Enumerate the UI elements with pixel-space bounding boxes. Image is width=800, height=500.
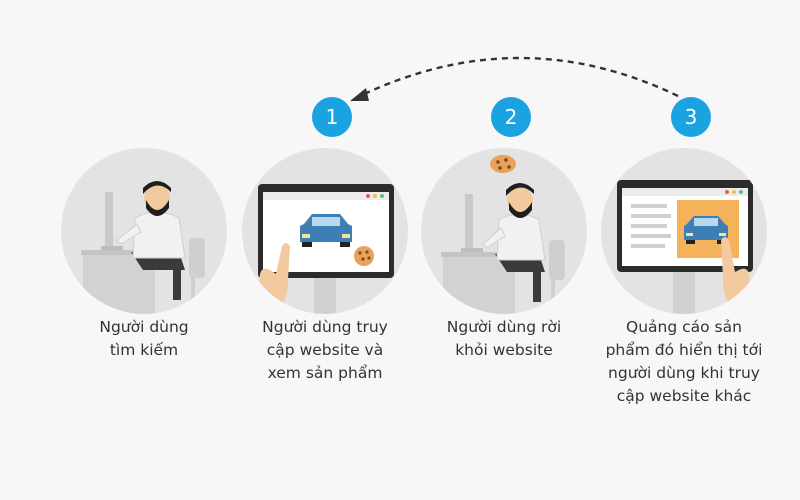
- caption-line: cập website khác: [616, 387, 752, 405]
- arrow-head-icon: [350, 88, 369, 101]
- caption-line: xem sản phẩm: [267, 364, 383, 382]
- desk-icon: [81, 250, 157, 314]
- step-badge-3: 3: [671, 97, 711, 137]
- step-3-caption: Quảng cáo sản phẩm đó hiển thị tới người…: [591, 316, 777, 408]
- car-icon: [300, 214, 352, 247]
- caption-line: Người dùng: [99, 318, 189, 336]
- step-1-illustration: [61, 148, 227, 314]
- step-badge-2: 2: [491, 97, 531, 137]
- step-3-illustration: [601, 148, 767, 314]
- person-icon: [482, 183, 565, 312]
- caption-line: Người dùng truy: [262, 318, 388, 336]
- dashed-arrow-path: [359, 56, 679, 98]
- desk-icon: [441, 194, 517, 314]
- cookie-icon: [354, 246, 374, 266]
- caption-line: cập website và: [266, 341, 384, 359]
- step-2-caption: Người dùng rời khỏi website: [411, 316, 597, 362]
- step-1-caption: Người dùng tìm kiếm: [51, 316, 237, 362]
- car-icon: [684, 216, 728, 244]
- hand-icon: [721, 237, 751, 314]
- computer-icon: [101, 192, 123, 252]
- cookie-icon: [490, 155, 516, 173]
- person-icon: [116, 181, 205, 310]
- step-badge-1: 1: [312, 97, 352, 137]
- hand-icon: [258, 243, 290, 314]
- caption-line: tìm kiếm: [109, 341, 179, 359]
- step-2-illustration: [421, 148, 587, 314]
- caption-line: người dùng khi truy: [608, 364, 760, 382]
- step-browser-illustration: [242, 148, 408, 314]
- step-browser-caption: Người dùng truy cập website và xem sản p…: [232, 316, 418, 385]
- caption-line: phẩm đó hiển thị tới: [605, 341, 763, 359]
- caption-line: Người dùng rời: [446, 318, 562, 336]
- caption-line: khỏi website: [455, 341, 553, 359]
- caption-line: Quảng cáo sản: [626, 318, 742, 336]
